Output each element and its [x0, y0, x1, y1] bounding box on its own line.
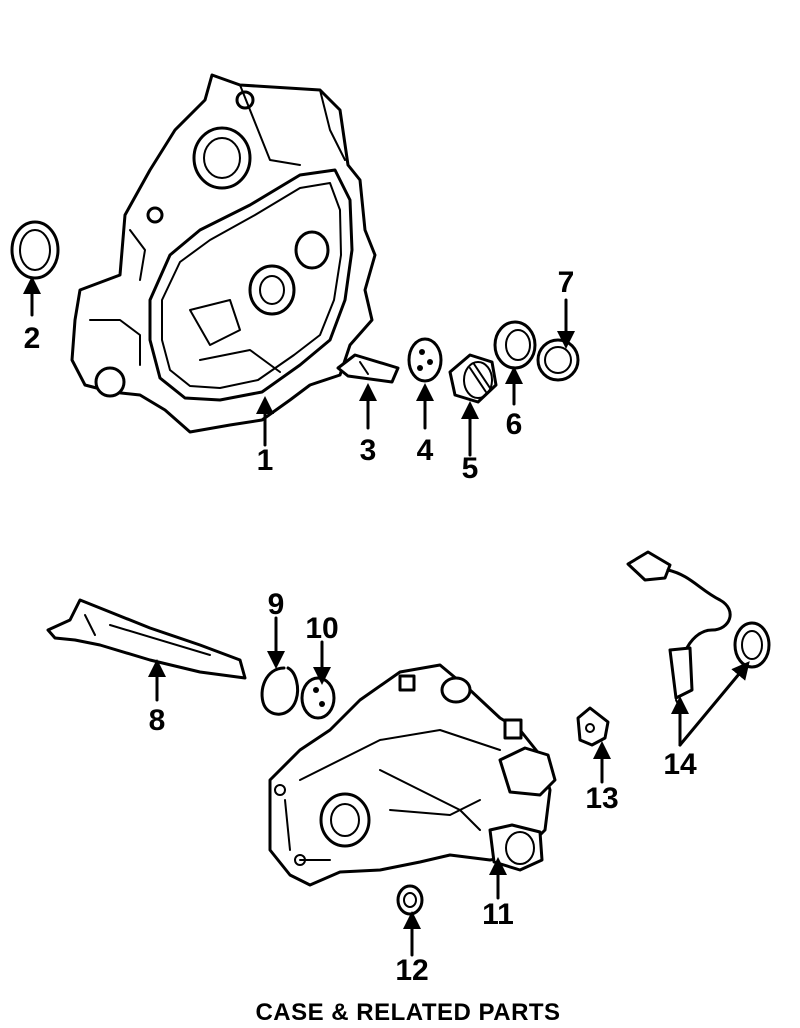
callout-1: 1 [257, 444, 274, 477]
part-5-roller-bearing [448, 353, 498, 404]
part-2-seal [10, 220, 60, 280]
callout-7: 7 [558, 266, 575, 299]
part-13-clip [576, 706, 610, 747]
part-9-snap-ring [260, 666, 300, 716]
part-4-bearing [407, 337, 443, 383]
part-12-seal [396, 884, 424, 916]
callout-10: 10 [305, 612, 338, 645]
leader-14b [678, 661, 750, 747]
part-11-transmission-case [268, 663, 557, 887]
callout-9: 9 [268, 588, 285, 621]
callout-4: 4 [417, 434, 434, 467]
callout-6: 6 [506, 408, 523, 441]
part-14-sensor [626, 550, 771, 709]
diagram-title: CASE & RELATED PARTS [255, 999, 560, 1026]
part-10-washer [300, 676, 336, 720]
part-7-ring [536, 338, 580, 382]
callout-2: 2 [24, 322, 41, 355]
part-6-race [493, 320, 537, 370]
callout-13: 13 [585, 782, 618, 815]
part-1-transmission-case [70, 73, 377, 434]
callout-3: 3 [360, 434, 377, 467]
callout-14: 14 [663, 748, 697, 781]
part-3-plate [336, 353, 400, 384]
callout-11: 11 [482, 898, 514, 931]
part-8-bracket [46, 598, 247, 680]
callout-8: 8 [149, 704, 166, 737]
callout-12: 12 [395, 954, 428, 987]
callout-5: 5 [462, 452, 479, 485]
